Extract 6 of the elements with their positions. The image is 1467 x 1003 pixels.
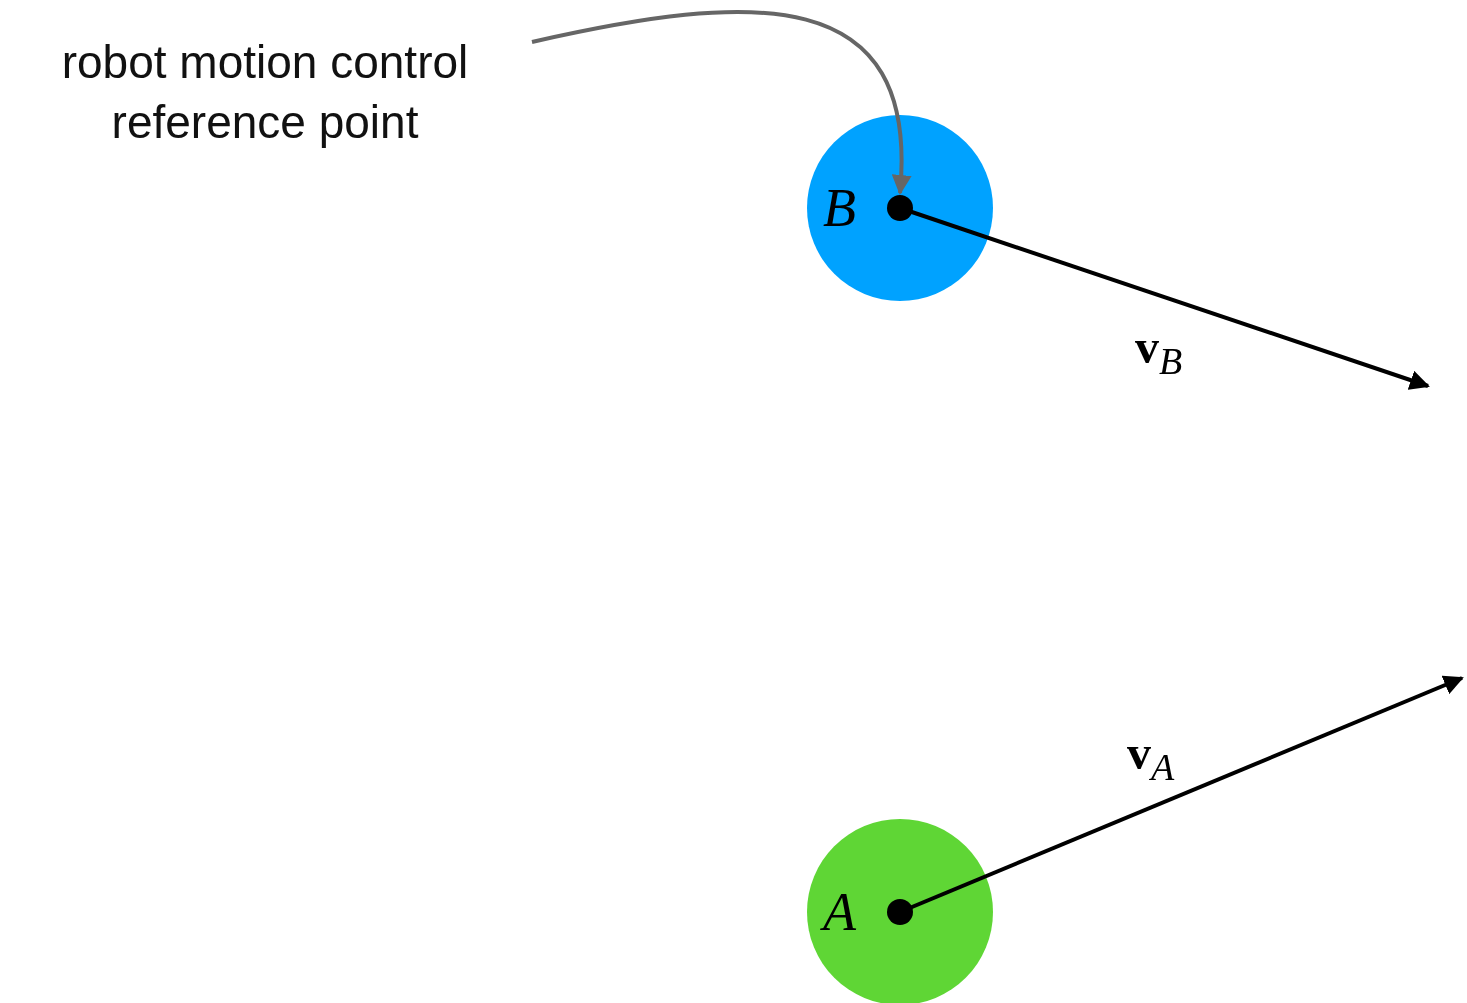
leader-line bbox=[531, 10, 911, 195]
velocity-label: v$_{A}$ bbox=[1127, 728, 1175, 790]
velocity-label: v$_{B}$ bbox=[1135, 322, 1183, 384]
callout-text: robot motion control reference point bbox=[10, 32, 520, 152]
reference-dot bbox=[887, 195, 913, 221]
point-letter: B bbox=[823, 181, 856, 235]
